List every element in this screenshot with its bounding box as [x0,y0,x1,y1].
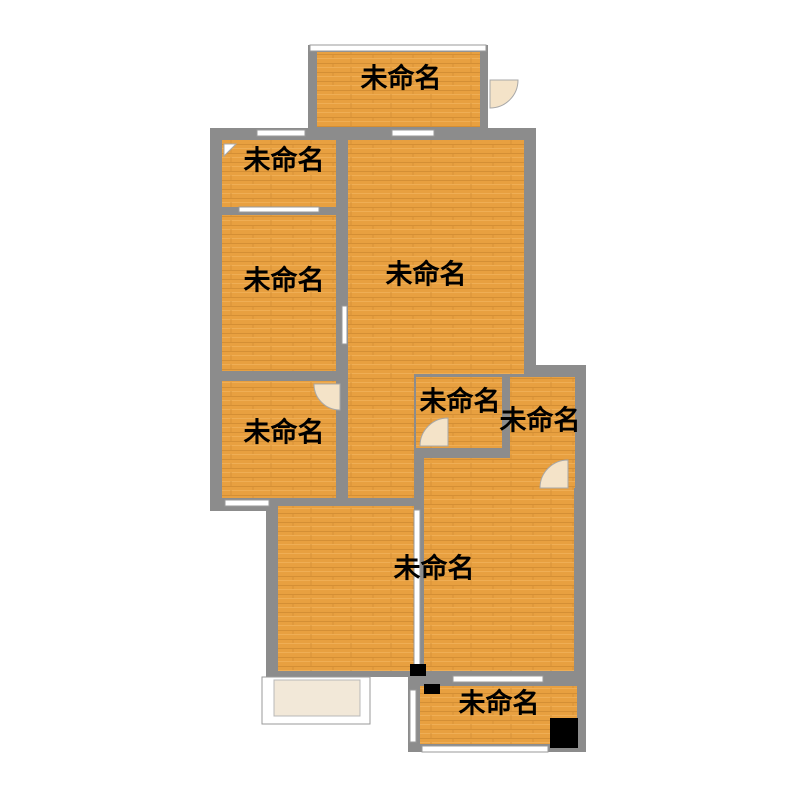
door-top-right [489,79,519,109]
label-room-central-hall: 未命名 [386,259,467,291]
label-room-small-center: 未命名 [420,386,501,418]
room-labels: 未命名 未命名 未命名 未命名 未命名 未命名 未命名 未命名 未命名 [244,63,581,720]
floor-room-left-lower [222,381,336,498]
window-top-room [309,44,487,52]
doors [223,79,569,489]
label-room-large-bottom: 未命名 [394,553,475,585]
pillars [410,664,578,748]
window-upper-left [256,129,306,137]
window-bottom-left-edge [409,689,417,743]
window-hall-side [341,305,348,345]
pillar-balcony-small [424,684,440,694]
floor-room-large-left [278,506,414,671]
floor-room-central-corridor [348,374,414,498]
floor-room-central-hall [348,140,524,374]
window-divider [238,206,320,213]
window-sliding-partition [413,509,421,666]
balcony-outside [261,676,371,725]
window-hall-top [391,129,435,137]
pillar-center [410,664,426,676]
door-small-right [539,459,569,489]
floor-room-large-right [424,458,574,671]
door-small-center [419,417,449,447]
pillar-balcony-corner [550,718,578,748]
door-left-lower [313,383,341,411]
floor-room-top [317,52,480,127]
floor-room-left-middle [222,215,336,371]
label-room-upper-left: 未命名 [244,145,325,177]
floor-room-upper-left [222,140,336,207]
label-room-small-right: 未命名 [500,405,581,437]
door-upper-left-corner [223,143,238,158]
windows [224,44,549,753]
label-room-left-lower: 未命名 [244,417,325,449]
window-bottom-balcony [452,675,544,683]
window-bottom-floor [421,745,549,753]
label-room-top: 未命名 [361,63,442,95]
label-room-left-middle: 未命名 [244,265,325,297]
label-room-bottom-balcony: 未命名 [459,688,540,720]
window-left-lower [224,499,270,507]
